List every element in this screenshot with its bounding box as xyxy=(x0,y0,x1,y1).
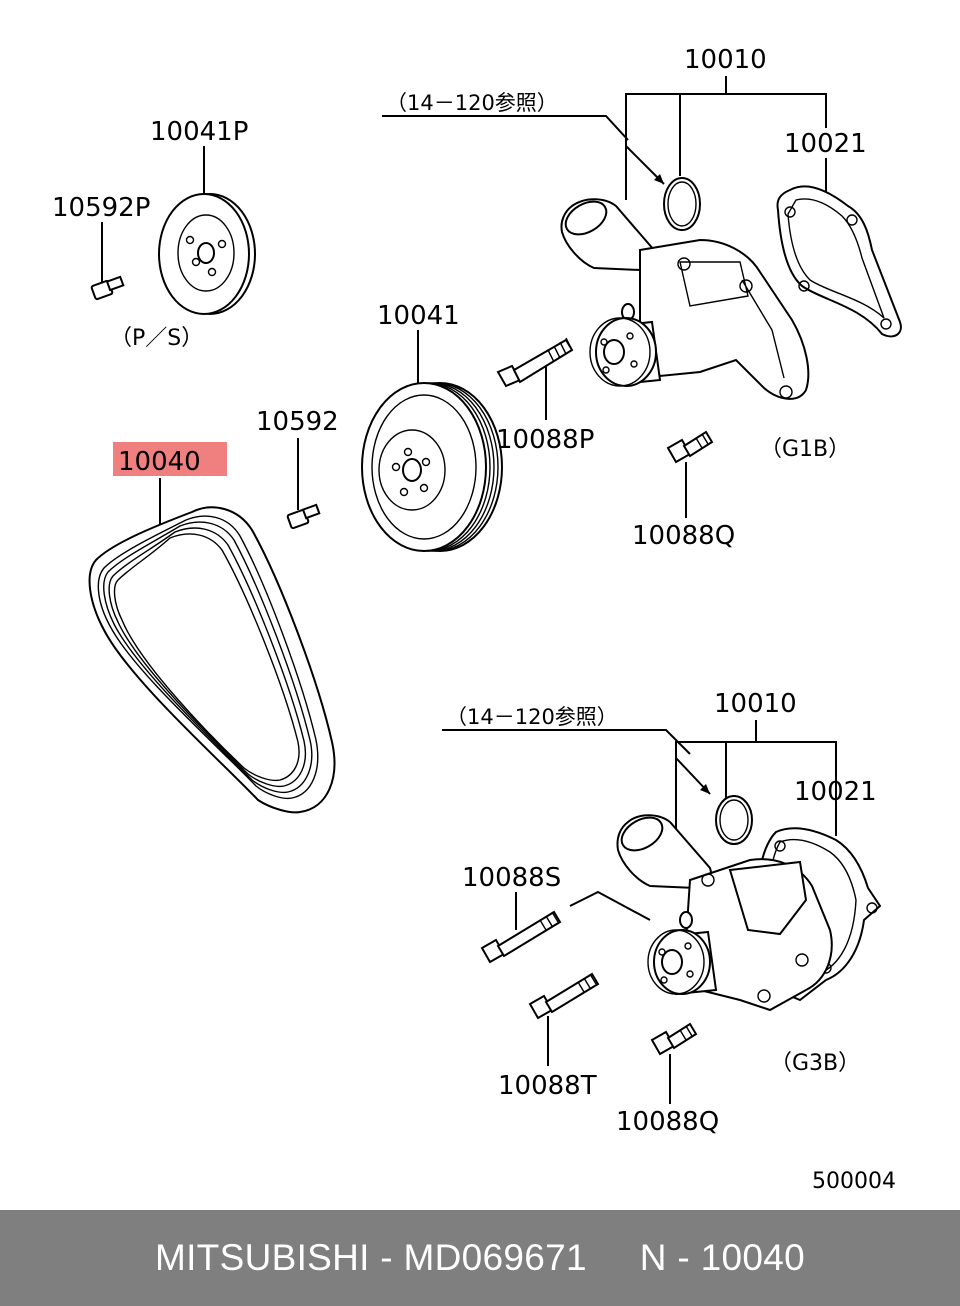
label-10041: 10041 xyxy=(377,301,460,331)
ps-pulley-bolt[interactable] xyxy=(90,275,125,301)
label-10592: 10592 xyxy=(256,407,339,437)
label-10040: 10040 xyxy=(118,447,201,477)
label-10010-b: 10010 xyxy=(714,689,797,719)
o-ring-b[interactable] xyxy=(715,795,753,845)
label-g3b: （G3B） xyxy=(770,1051,860,1076)
ps-pulley[interactable] xyxy=(158,193,256,315)
gasket-a[interactable] xyxy=(776,185,902,338)
label-10088t: 10088T xyxy=(498,1071,597,1101)
water-pump-a[interactable] xyxy=(560,195,810,400)
crank-pulley-group: 10041 10592 xyxy=(256,301,503,552)
label-g1b: （G1B） xyxy=(760,437,850,462)
bolt-10088q-a[interactable] xyxy=(666,430,714,464)
label-10010-a: 10010 xyxy=(684,45,767,75)
label-10088s: 10088S xyxy=(462,863,561,893)
label-10021-b: 10021 xyxy=(794,777,877,807)
parts-diagram: 10041P 10592P （P／S） 10041 10592 xyxy=(52,45,902,1194)
label-ps: （P／S） xyxy=(110,326,203,351)
highlight-box xyxy=(113,442,227,476)
label-10088p: 10088P xyxy=(496,425,594,455)
ps-pulley-group: 10041P 10592P （P／S） xyxy=(52,117,256,351)
v-belt[interactable] xyxy=(88,506,336,814)
bolt-10088s[interactable] xyxy=(480,910,562,964)
diagram-id: 500004 xyxy=(812,1169,896,1194)
part-number-caption: MITSUBISHI - MD069671 N - 10040 xyxy=(154,1237,805,1278)
bolt-10088p[interactable] xyxy=(496,337,574,388)
label-ref-14-120-b: （14－120参照） xyxy=(446,705,618,729)
label-ref-14-120-a: （14－120参照） xyxy=(386,91,558,115)
label-10021-a: 10021 xyxy=(784,129,867,159)
label-10088q-a: 10088Q xyxy=(632,521,735,551)
water-pump-g1b-group: （14－120参照） 10010 10021 xyxy=(382,45,902,551)
bolt-10088q-b[interactable] xyxy=(650,1022,698,1056)
bolt-10088t[interactable] xyxy=(528,972,600,1020)
label-10592p: 10592P xyxy=(52,193,150,223)
crank-pulley-bolt[interactable] xyxy=(286,503,321,530)
water-pump-g3b-group: （14－120参照） 10010 10021 xyxy=(442,689,882,1137)
water-pump-b[interactable] xyxy=(616,811,833,1012)
footer-bar: MITSUBISHI - MD069671 N - 10040 xyxy=(0,1210,960,1306)
v-belt-group: 10040 xyxy=(88,442,336,814)
crank-pulley[interactable] xyxy=(361,382,503,552)
label-10041p: 10041P xyxy=(150,117,248,147)
label-10088q-b: 10088Q xyxy=(616,1107,719,1137)
o-ring-a[interactable] xyxy=(663,177,701,231)
